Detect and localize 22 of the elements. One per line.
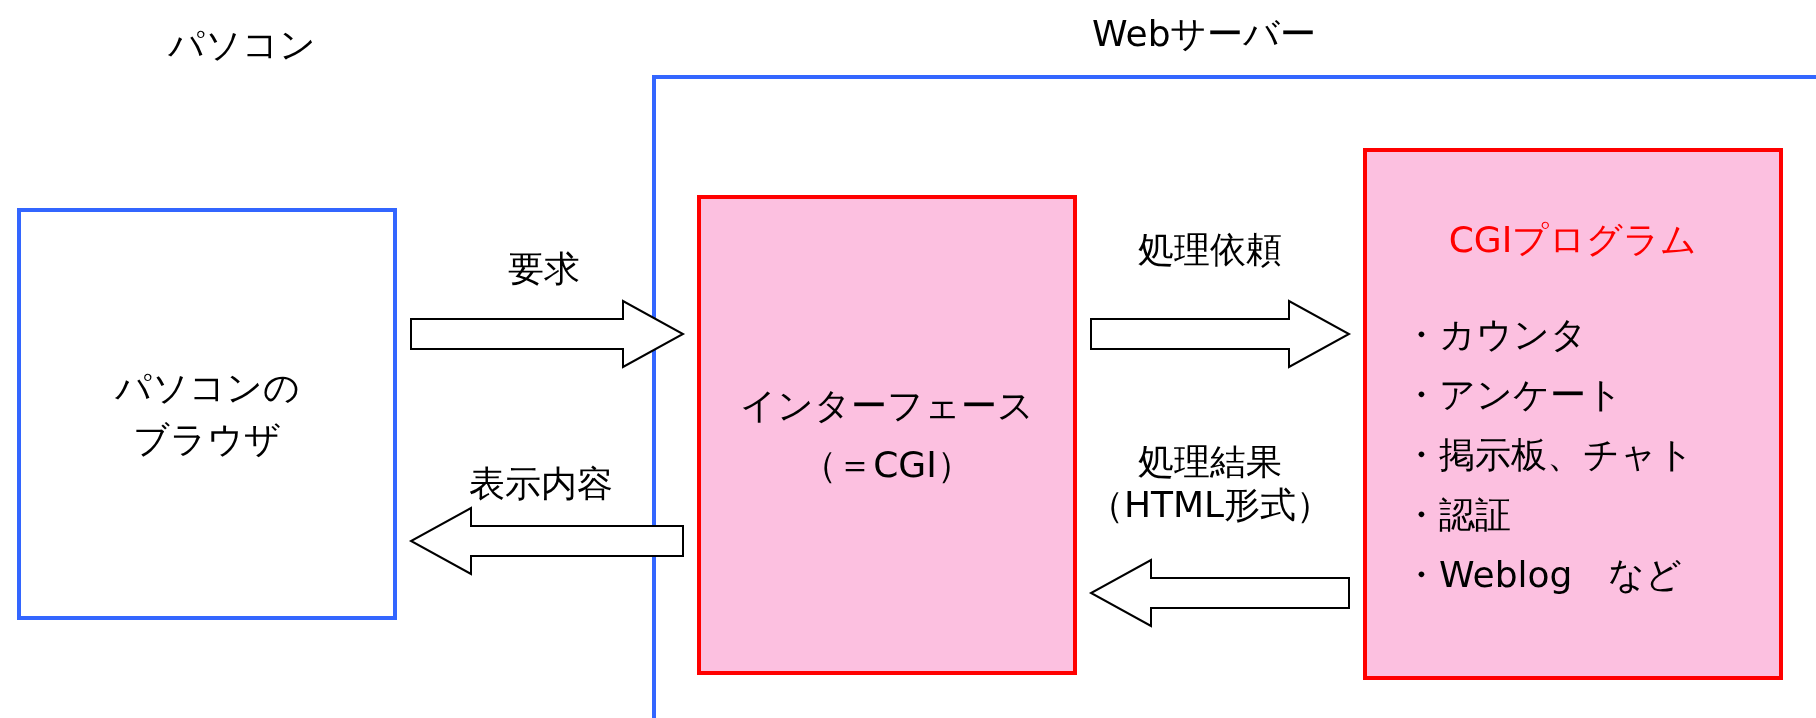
list-item: ・カウンタ [1403, 313, 1588, 358]
edge-label: 処理結果（HTML形式） [1086, 440, 1334, 527]
box-text: インターフェース [740, 383, 1034, 427]
edge-label: 表示内容 [468, 462, 614, 506]
interface-box [697, 195, 1077, 675]
box-text: （＝CGI） [801, 443, 973, 487]
list-item: ・Weblog など [1403, 553, 1684, 598]
box-text: パソコンのブラウザ [113, 365, 301, 462]
block-arrow [1090, 299, 1352, 369]
edge-label: 処理依頼 [1137, 228, 1283, 272]
list-item: ・認証 [1403, 493, 1512, 538]
block-arrow [408, 506, 684, 576]
list-item: ・掲示板、チャト [1403, 433, 1695, 478]
column-heading: パソコン [168, 23, 316, 67]
browser-box [17, 208, 397, 620]
list-item: ・アンケート [1403, 373, 1624, 418]
program-box [1363, 148, 1783, 680]
box-heading: CGIプログラム [1448, 218, 1698, 262]
block-arrow [410, 299, 686, 369]
server-heading: Webサーバー [1092, 12, 1317, 56]
edge-label: 要求 [507, 247, 581, 291]
block-arrow [1088, 558, 1350, 628]
